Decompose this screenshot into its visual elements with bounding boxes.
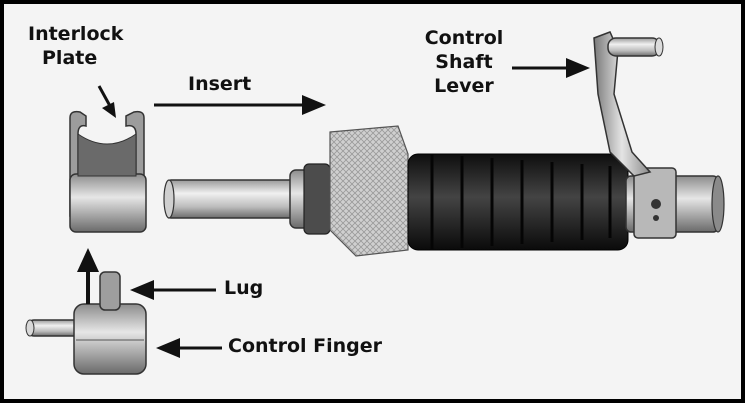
interlock-plate-arrow <box>97 85 116 118</box>
control-shaft-assembly <box>163 125 725 257</box>
interlock-plate-label: Interlock Plate <box>28 22 123 70</box>
pointer-arrows <box>77 58 590 358</box>
insert-label: Insert <box>188 73 252 95</box>
control-label-line1: Control <box>424 27 504 49</box>
control-shaft-lever-label: Control Shaft Lever <box>414 26 514 98</box>
control-finger-arrow <box>156 338 222 358</box>
control-label-line3: Lever <box>434 75 494 97</box>
control-shaft-lever-arrow <box>512 58 590 78</box>
lug-label: Lug <box>224 277 264 299</box>
assembly-up-arrow <box>77 248 99 304</box>
exploded-parts-illustration <box>25 31 725 375</box>
interlock-label-line2: Plate <box>42 47 98 69</box>
interlock-label-line1: Interlock <box>28 23 124 45</box>
control-label-line2: Shaft <box>435 51 493 73</box>
lug-arrow <box>130 280 216 300</box>
control-finger <box>25 271 147 375</box>
control-finger-label: Control Finger <box>228 335 383 357</box>
control-shaft-lever <box>593 31 664 177</box>
interlock-plate <box>69 110 147 233</box>
insert-arrow <box>154 95 326 115</box>
lug <box>99 271 121 311</box>
